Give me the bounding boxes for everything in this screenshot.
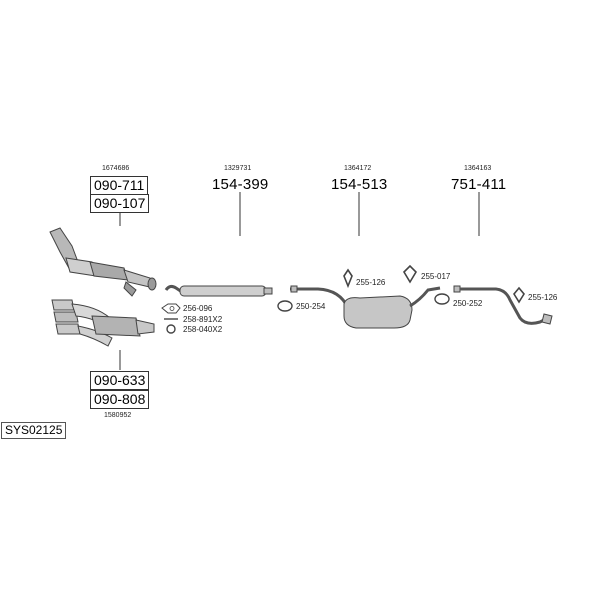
part-154-513[interactable]: 154-513 xyxy=(331,176,388,193)
part-751-411[interactable]: 751-411 xyxy=(451,176,507,193)
oem-front-pipe: 1674686 xyxy=(102,165,130,172)
oem-middle-2: 1364172 xyxy=(344,165,372,172)
part-090-711[interactable]: 090-711 xyxy=(90,176,149,195)
middle-silencer-1 xyxy=(164,284,273,297)
label-bolt[interactable]: 258-891X2 xyxy=(183,315,223,324)
clamp-b-shape xyxy=(434,293,450,305)
exhaust-manifold xyxy=(51,299,155,347)
system-code: SYS02125 xyxy=(1,422,67,439)
oem-rear: 1364163 xyxy=(464,165,492,172)
clamp-a-shape xyxy=(277,300,293,312)
label-gasket[interactable]: 256-096 xyxy=(183,304,213,313)
hanger-c-shape xyxy=(513,286,525,304)
label-nut[interactable]: 258-040X2 xyxy=(183,325,223,334)
hanger-a-shape xyxy=(343,268,353,289)
label-hanger-b[interactable]: 255-017 xyxy=(421,272,451,281)
nut-shape xyxy=(166,324,176,334)
middle-silencer-2 xyxy=(290,285,441,329)
label-hanger-c[interactable]: 255-126 xyxy=(528,293,558,302)
gasket-shape xyxy=(161,303,181,314)
oem-manifold: 1580952 xyxy=(104,412,132,419)
hanger-b-shape xyxy=(402,264,418,284)
label-hanger-a[interactable]: 255-126 xyxy=(356,278,386,287)
rear-pipe xyxy=(453,285,553,325)
part-090-107[interactable]: 090-107 xyxy=(90,194,150,213)
front-pipe-catalyst xyxy=(49,227,157,297)
part-154-399[interactable]: 154-399 xyxy=(212,176,269,193)
label-clamp-a[interactable]: 250-254 xyxy=(296,302,326,311)
label-clamp-b[interactable]: 250-252 xyxy=(453,299,483,308)
part-090-808[interactable]: 090-808 xyxy=(90,390,150,409)
oem-middle-1: 1329731 xyxy=(224,165,252,172)
part-090-633[interactable]: 090-633 xyxy=(90,371,150,390)
